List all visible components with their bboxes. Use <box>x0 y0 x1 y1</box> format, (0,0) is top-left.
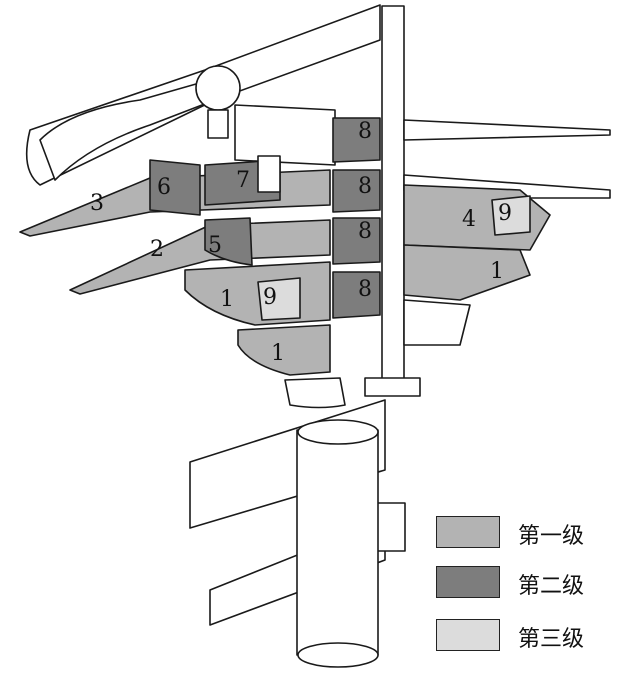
part-label-1b: 1 <box>220 287 234 312</box>
part-label-2: 2 <box>150 237 164 262</box>
part-label-8b: 8 <box>358 174 372 199</box>
arm-right-lower <box>403 299 471 346</box>
part-5 <box>204 217 253 266</box>
part-label-4: 4 <box>462 207 476 232</box>
part-label-7: 7 <box>236 168 250 193</box>
part-label-8d: 8 <box>358 277 372 302</box>
upper-block <box>234 104 336 166</box>
part-9-left <box>257 277 301 321</box>
part-label-8a: 8 <box>358 119 372 144</box>
part-label-1c: 1 <box>271 341 285 366</box>
part-8-column-2 <box>332 169 381 213</box>
part-8-column-1 <box>332 117 381 163</box>
purlin-block <box>207 109 229 139</box>
column-bottom <box>297 642 379 668</box>
purlin-end-circle <box>195 65 241 111</box>
part-label-3: 3 <box>90 191 104 216</box>
legend-swatch-level-3 <box>436 619 500 651</box>
part-label-9a: 9 <box>498 201 512 226</box>
corner-post <box>381 5 405 389</box>
part-label-8c: 8 <box>358 219 372 244</box>
part-8-column-4 <box>332 271 381 319</box>
post-collar <box>364 377 421 397</box>
part-label-5: 5 <box>208 233 222 258</box>
arm-1-left-lower <box>237 324 331 376</box>
arm-1-right <box>403 244 531 301</box>
part-8-column-3 <box>332 217 381 265</box>
legend-label-level-3: 第三级 <box>518 627 585 652</box>
part-7-block <box>257 155 281 193</box>
legend: 第一级 第二级 第三级 <box>436 515 626 665</box>
part-label-1a: 1 <box>490 259 504 284</box>
legend-swatch-level-1 <box>436 516 500 548</box>
legend-item-level-1: 第一级 <box>436 515 626 551</box>
part-9-right <box>491 195 531 236</box>
legend-label-level-2: 第二级 <box>518 574 585 599</box>
legend-swatch-level-2 <box>436 566 500 598</box>
part-6 <box>149 159 201 216</box>
legend-label-level-1: 第一级 <box>518 524 585 549</box>
legend-item-level-3: 第三级 <box>436 618 626 654</box>
column-top <box>297 419 379 445</box>
legend-item-level-2: 第二级 <box>436 565 626 601</box>
right-top-beam <box>403 119 611 141</box>
part-label-9b: 9 <box>263 285 277 310</box>
part-label-6: 6 <box>157 175 171 200</box>
arm-1-left-upper <box>184 261 331 326</box>
column-shaft <box>296 429 379 656</box>
lintel-cap <box>284 377 346 409</box>
